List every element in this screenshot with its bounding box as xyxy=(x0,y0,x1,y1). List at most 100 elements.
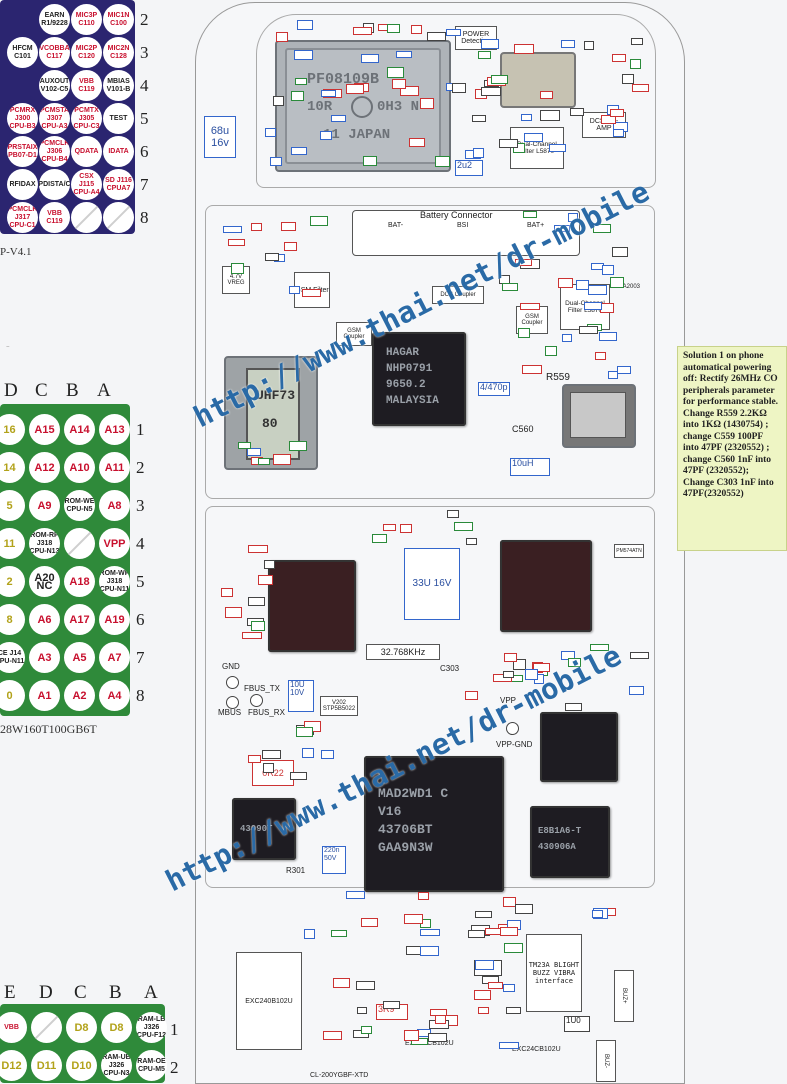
inductor-10uh: 10uH xyxy=(510,458,550,476)
passive-component xyxy=(503,653,517,663)
passive-component xyxy=(251,222,263,231)
passive-component xyxy=(631,84,649,93)
mad2-processor: MAD2WD1 C V16 43706BT GAA9N3W xyxy=(364,756,504,892)
pin-ram-r0-c0: VBB xyxy=(0,1012,27,1043)
rf-pa-line4: 11 JAPAN xyxy=(323,127,391,143)
row-label-flash-8: 8 xyxy=(136,686,145,705)
pin-flash-r2-c1: A9 xyxy=(29,490,60,521)
pin-flash-r6-c1: A3 xyxy=(29,642,60,673)
row-label-flash-6: 6 xyxy=(136,610,145,629)
passive-component xyxy=(291,90,305,101)
cap-10u-10v: 10U 10V xyxy=(288,680,314,712)
col-label-ram-A: A xyxy=(144,982,158,1003)
passive-component xyxy=(420,928,441,936)
passive-component xyxy=(617,365,632,374)
passive-component xyxy=(539,90,553,99)
passive-component xyxy=(569,108,584,117)
pin-flash-r2-c3: A8 xyxy=(99,490,130,521)
col-label-ram-D: D xyxy=(39,982,53,1003)
col-label-ram-B: B xyxy=(109,982,122,1003)
passive-component xyxy=(288,441,307,452)
passive-component xyxy=(477,1006,489,1014)
pin-top-r6-c3 xyxy=(103,202,134,233)
r301-label: R301 xyxy=(286,866,306,875)
row-label-flash-1: 1 xyxy=(136,420,145,439)
passive-component xyxy=(519,303,540,311)
passive-component xyxy=(426,32,446,42)
passive-component xyxy=(410,24,422,34)
pin-flash-r5-c3: A19 xyxy=(99,604,130,635)
exc-filter-2: EXC24CB102U xyxy=(405,1040,454,1047)
passive-component xyxy=(600,114,616,124)
passive-component xyxy=(352,27,372,36)
pin-flash-r0-c3: A13 xyxy=(99,414,130,445)
pin-top-r1-c2: MIC2P C120 xyxy=(71,37,102,68)
battery-connector-label: Battery Connector xyxy=(420,210,493,220)
passive-component xyxy=(589,643,609,651)
passive-component xyxy=(521,113,533,121)
passive-component xyxy=(304,929,316,940)
passive-component xyxy=(419,945,439,956)
passive-component xyxy=(472,147,484,158)
passive-component xyxy=(321,750,335,760)
power-ic: PM574ATN xyxy=(614,544,644,558)
passive-component xyxy=(595,352,607,361)
passive-component xyxy=(446,29,462,37)
passive-component xyxy=(598,332,617,342)
passive-component xyxy=(453,521,473,531)
battery-plus-label: BAT+ xyxy=(527,222,545,229)
gnd-pad[interactable] xyxy=(226,676,239,689)
pin-top-r1-c3: MIC2N C128 xyxy=(103,37,134,68)
cap-1u0: 1U0 xyxy=(564,1016,590,1032)
passive-component xyxy=(333,978,350,989)
pin-top-r0-c2: MIC1N C100 xyxy=(103,4,134,35)
pin-flash-r4-c1: A20 NC xyxy=(29,566,60,597)
cap-68u: 68u 16v xyxy=(204,116,236,158)
passive-component xyxy=(331,930,348,938)
passive-component xyxy=(283,242,297,252)
passive-component xyxy=(471,114,486,122)
solution-note: Solution 1 on phone automatical powering… xyxy=(677,346,787,551)
passive-component xyxy=(468,930,485,939)
passive-component xyxy=(622,74,635,85)
pin-flash-r2-c0: 5 xyxy=(0,490,25,521)
pin-flash-r7-c3: A4 xyxy=(99,680,130,711)
pinout-dash-mark: - xyxy=(6,340,10,352)
row-label-top-7: 7 xyxy=(140,175,149,194)
fbus-tx-pad[interactable] xyxy=(250,694,263,707)
passive-component xyxy=(321,90,337,97)
pin-ram-r0-c1 xyxy=(31,1012,62,1043)
passive-component xyxy=(584,301,603,310)
passive-component xyxy=(270,157,283,167)
buzzer-minus: BUZ- xyxy=(596,1040,616,1082)
passive-component xyxy=(567,657,581,667)
mbus-pad[interactable] xyxy=(226,696,239,709)
pin-top-r6-c2 xyxy=(71,202,102,233)
passive-component xyxy=(578,325,598,334)
passive-component xyxy=(630,37,643,45)
passive-component xyxy=(372,534,388,544)
vpp-pad[interactable] xyxy=(506,722,519,735)
passive-component xyxy=(322,1030,342,1040)
passive-component xyxy=(297,20,313,31)
pin-top-r4-c3: IDATA xyxy=(103,136,134,167)
passive-component xyxy=(420,97,435,109)
row-label-flash-5: 5 xyxy=(136,572,145,591)
dcs-coupler-box: DCS Coupler xyxy=(432,286,484,304)
exc-filter-3: EXC24CB102U xyxy=(512,1046,561,1053)
passive-component xyxy=(434,1014,446,1024)
passive-component xyxy=(588,285,608,296)
passive-component xyxy=(247,448,262,457)
passive-component xyxy=(357,1006,368,1014)
passive-component xyxy=(524,669,538,681)
rf-pa-line3: 0H3 N xyxy=(377,99,420,115)
passive-component xyxy=(513,659,527,671)
c303-label: C303 xyxy=(440,664,460,673)
cap-4-470p: 4/470p xyxy=(478,382,510,396)
rf-pa-line2: 10R xyxy=(307,99,333,115)
passive-component xyxy=(629,651,649,659)
passive-component xyxy=(545,346,558,357)
passive-component xyxy=(362,155,377,166)
